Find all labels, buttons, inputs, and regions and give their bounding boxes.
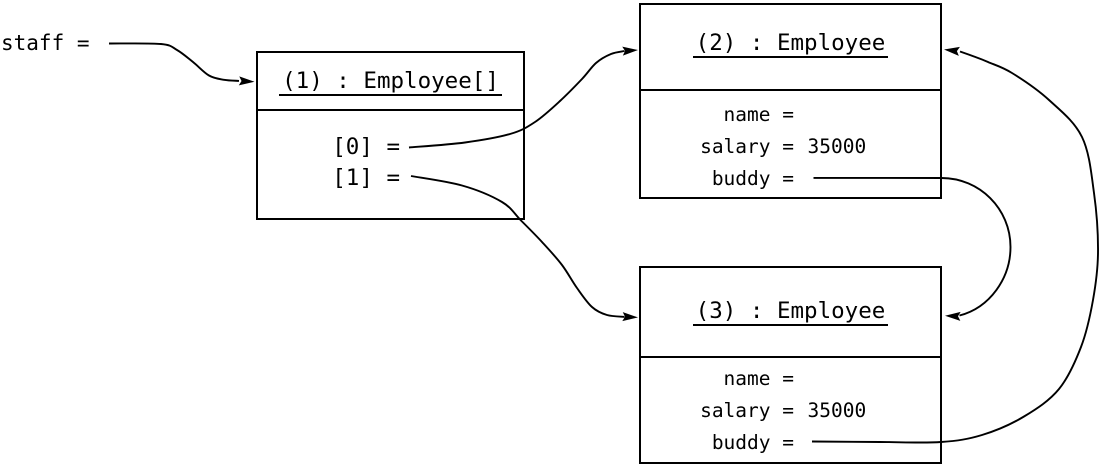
field-label: buddy = [711,166,794,190]
object-box-employee-array: (1) : Employee[] [0] = [1] = [256,51,525,220]
object-box-employee-3-header: (3) : Employee [641,268,940,358]
arrowhead-element1-to-employee3-icon [622,312,638,322]
field-label: buddy = [711,431,794,454]
field-value: 35000 [807,399,867,422]
field-value: 35000 [807,134,867,158]
field-label: name = [723,367,794,390]
object-box-employee-array-header: (1) : Employee[] [258,53,523,111]
field-label: [1] = [332,164,400,191]
pointer-line-staff-to-array [108,42,240,82]
object-box-employee-3: (3) : Employee name = salary = 35000 budd… [639,266,942,464]
arrowhead-buddy2-to-employee3-icon [945,311,961,321]
field-row-element-1: [1] = [258,163,523,194]
field-row-buddy: buddy = [641,427,940,459]
field-row-salary: salary = 35000 [641,395,940,427]
field-row-name: name = [641,363,940,395]
arrowhead-staff-to-array-icon [238,76,255,86]
object-box-employee-2: (2) : Employee name = salary = 35000 budd… [639,3,942,199]
object-box-employee-array-title: (1) : Employee[] [279,69,502,97]
object-box-employee-3-body: name = salary = 35000 buddy = [641,363,940,459]
object-box-employee-3-title: (3) : Employee [692,299,889,326]
field-row-element-0: [0] = [258,132,523,163]
field-label: salary = [700,134,794,158]
staff-variable-label: staff = [1,30,90,56]
arrowhead-element0-to-employee2-icon [622,46,638,56]
object-box-employee-2-header: (2) : Employee [641,5,940,91]
arrowhead-buddy3-to-employee2-icon [944,46,960,56]
object-box-employee-array-body: [0] = [1] = [258,132,523,194]
field-label: name = [723,102,794,126]
field-row-buddy: buddy = [641,163,940,195]
field-row-salary: salary = 35000 [641,131,940,163]
staff-label-text: staff = [1,31,90,55]
field-label: [0] = [332,133,400,160]
field-label: salary = [700,399,794,422]
object-box-employee-2-body: name = salary = 35000 buddy = [641,99,940,195]
field-row-name: name = [641,99,940,131]
object-box-employee-2-title: (2) : Employee [692,31,889,58]
